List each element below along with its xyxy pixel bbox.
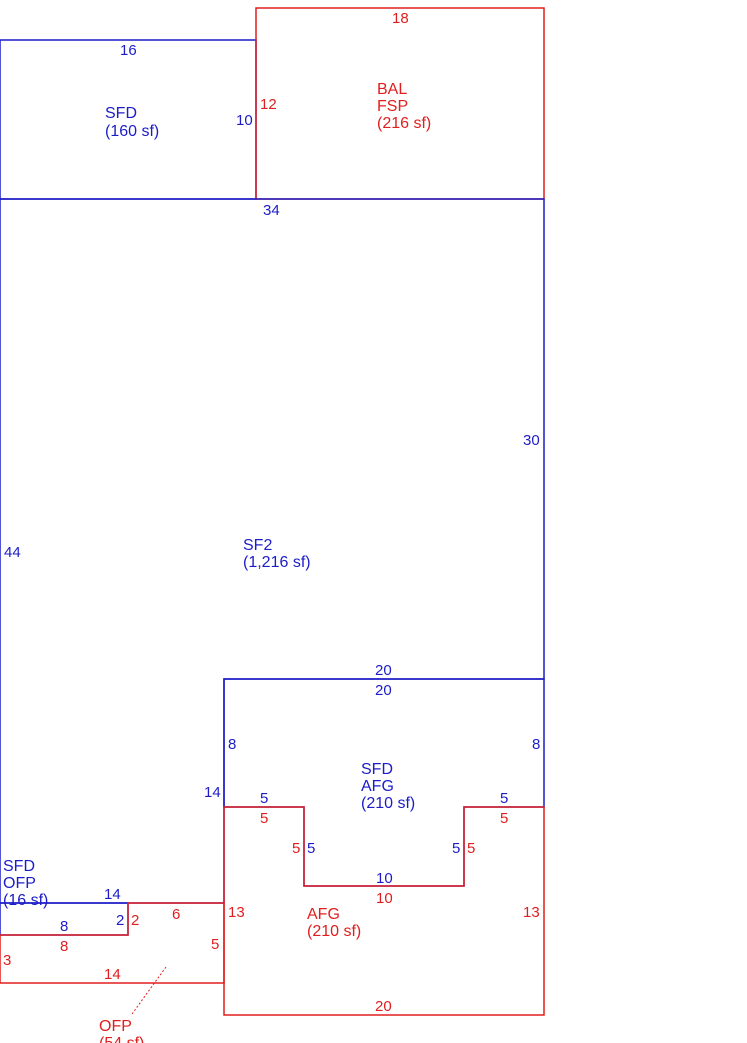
dim-sfd-afg-inner-left: 5 — [307, 840, 315, 857]
dim-afg-step-right: 5 — [500, 810, 508, 827]
dim-sfd-ofp-side: 2 — [116, 912, 124, 929]
dim-sf2-top: 34 — [263, 202, 280, 219]
area-label-sf2-code: SF2 — [243, 537, 272, 554]
area-label-fsp: FSP — [377, 98, 408, 115]
dim-ofp-inner: 8 — [60, 938, 68, 955]
dim-ofp-top: 6 — [172, 906, 180, 923]
dim-afg-bottom: 20 — [375, 998, 392, 1015]
dim-sf2-step-left: 14 — [204, 784, 221, 801]
area-label-afg-area: (210 sf) — [307, 923, 361, 940]
dim-sfd-afg-inner-right: 5 — [452, 840, 460, 857]
area-label-bal: BAL — [377, 81, 407, 98]
area-label-ofp-area: (54 sf) — [99, 1035, 144, 1043]
dim-bal-height: 12 — [260, 96, 277, 113]
dim-sfd-afg-bottom: 10 — [376, 870, 393, 887]
area-label-sfd-afg-area: (210 sf) — [361, 795, 415, 812]
dim-afg-inner-left: 5 — [292, 840, 300, 857]
area-label-bal-area: (216 sf) — [377, 115, 431, 132]
dim-sfd-top-width: 16 — [120, 42, 137, 59]
area-label-afg-code: AFG — [307, 906, 340, 923]
area-label-ofp-code: OFP — [99, 1018, 132, 1035]
dim-sfd-afg-step-right: 5 — [500, 790, 508, 807]
area-label-sfd-ofp-code1: SFD — [3, 858, 35, 875]
area-label-sfd-afg-code2: AFG — [361, 778, 394, 795]
dim-ofp-side-a: 2 — [131, 912, 139, 929]
dim-sf2-right: 30 — [523, 432, 540, 449]
area-label-sf2-area: (1,216 sf) — [243, 554, 311, 571]
dim-sfd-ofp-bottom: 8 — [60, 918, 68, 935]
dim-sfd-top-height: 10 — [236, 112, 253, 129]
area-label-sfd-afg-code1: SFD — [361, 761, 393, 778]
dim-afg-left: 13 — [228, 904, 245, 921]
ofp-outline — [0, 902, 225, 984]
ofp-leader-line — [131, 966, 167, 1015]
dim-ofp-right: 5 — [211, 936, 219, 953]
dim-sfd-afg-step-left: 5 — [260, 790, 268, 807]
dim-ofp-left: 3 — [3, 952, 11, 969]
area-label-sfd-top-code: SFD — [105, 105, 137, 122]
dim-ofp-bottom: 14 — [104, 966, 121, 983]
area-label-sfd-ofp-area: (16 sf) — [3, 892, 48, 909]
dim-sf2-notch-top: 20 — [375, 662, 392, 679]
dim-afg-step-left: 5 — [260, 810, 268, 827]
dim-sfd-afg-left: 8 — [228, 736, 236, 753]
area-label-sfd-ofp-code2: OFP — [3, 875, 36, 892]
dim-sf2-left: 44 — [4, 544, 21, 561]
area-label-sfd-top-area: (160 sf) — [105, 123, 159, 140]
dim-afg-inner-right: 5 — [467, 840, 475, 857]
dim-bal-width: 18 — [392, 10, 409, 27]
dim-sfd-ofp-top: 14 — [104, 886, 121, 903]
dim-sfd-afg-right: 8 — [532, 736, 540, 753]
dim-sfd-afg-top: 20 — [375, 682, 392, 699]
dim-afg-inner-bottom: 10 — [376, 890, 393, 907]
dim-afg-right: 13 — [523, 904, 540, 921]
afg-outline — [223, 806, 545, 1016]
